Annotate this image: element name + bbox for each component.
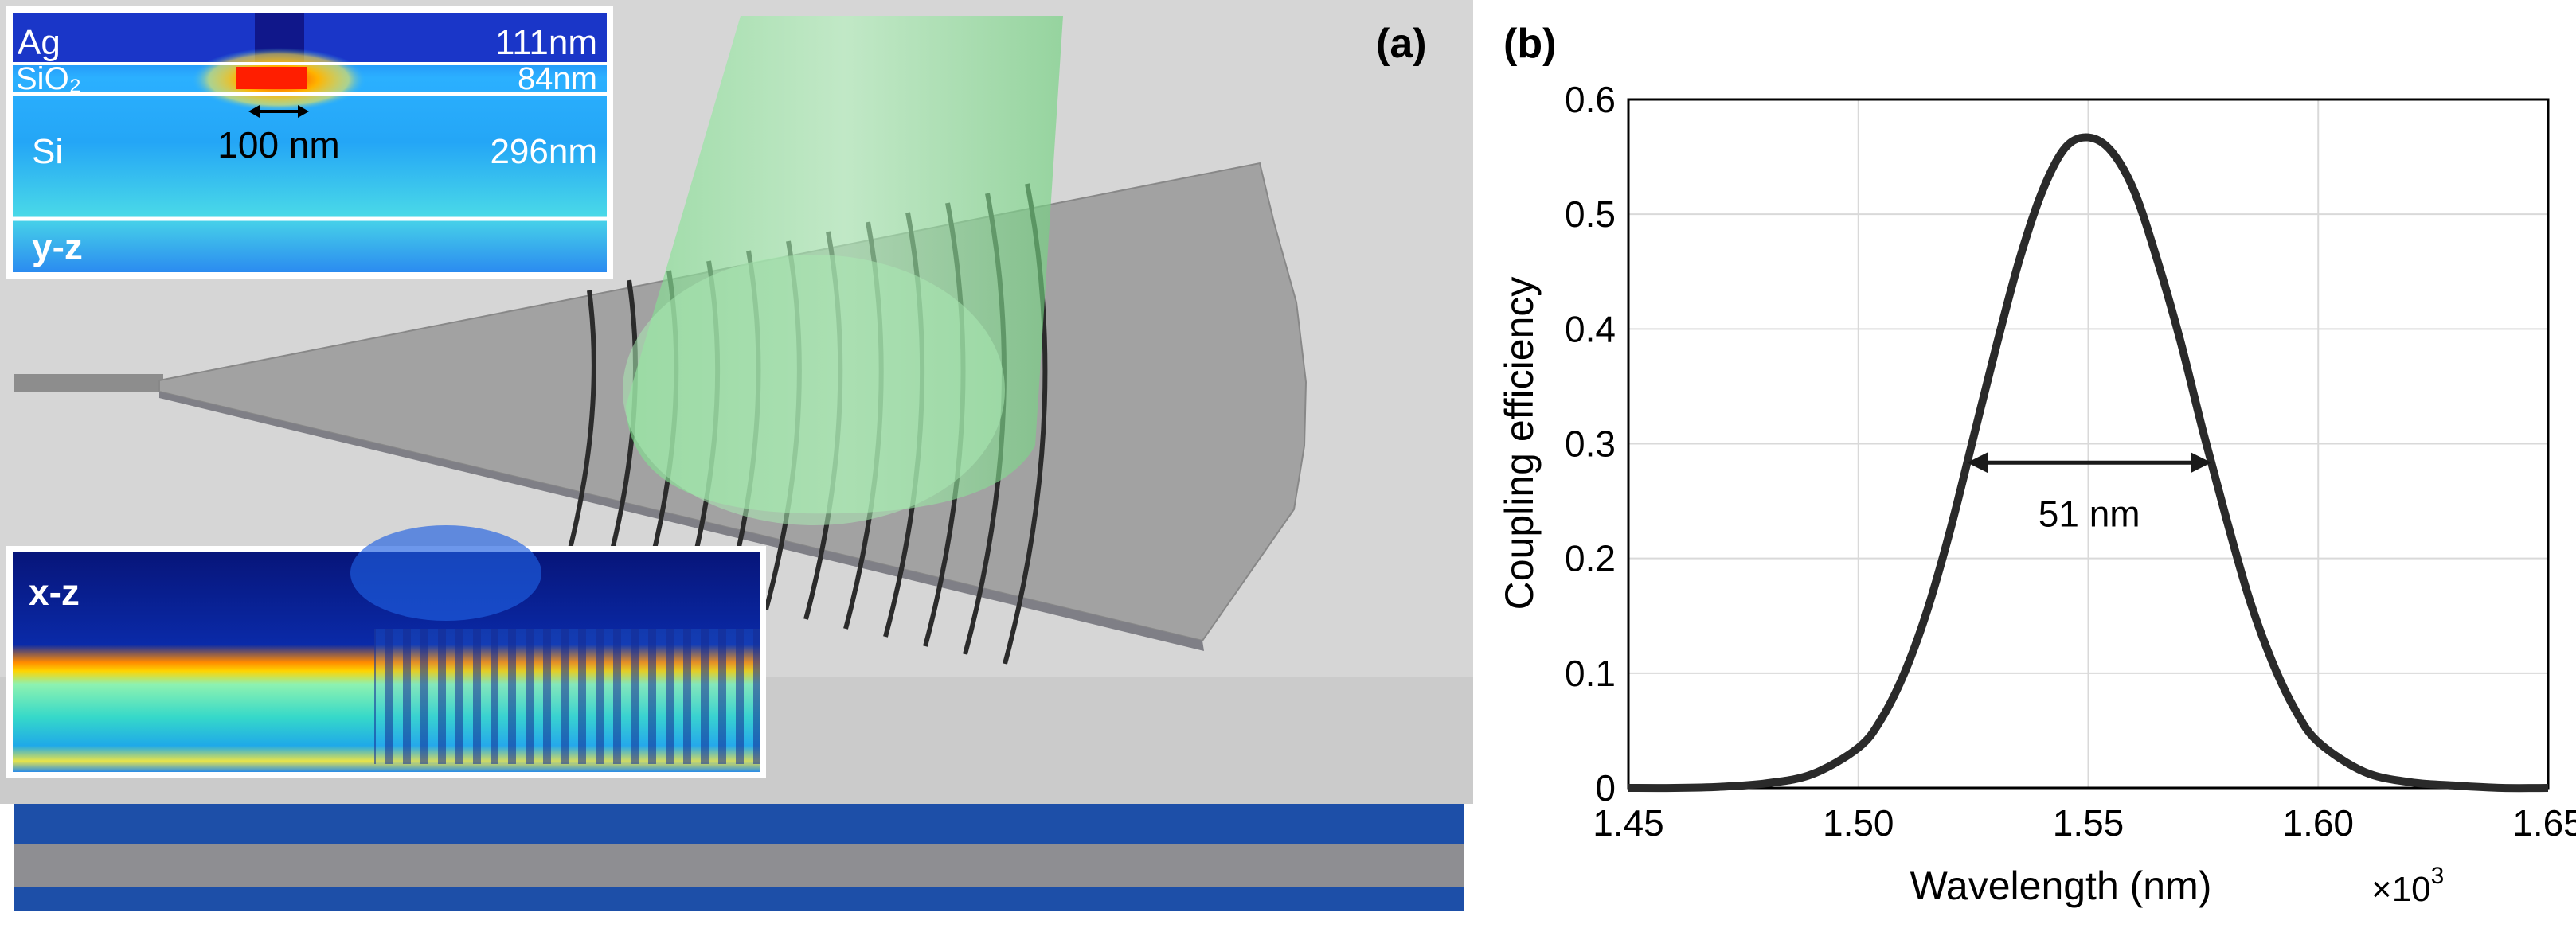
y-tick-label: 0.3 <box>1565 423 1616 465</box>
y-tick-label: 0.5 <box>1565 193 1616 235</box>
plane-label-xz: x-z <box>29 571 80 613</box>
x-tick-label: 1.45 <box>1593 802 1664 844</box>
x-axis-label: Wavelength (nm) <box>1910 864 2212 908</box>
y-ticks: 0 0.1 0.2 0.3 0.4 0.5 0.6 <box>1565 79 1616 809</box>
y-tick-label: 0.2 <box>1565 538 1616 579</box>
inset-xz: x-z <box>6 525 766 778</box>
series-line <box>1628 133 2549 793</box>
layer-thickness-sio2: 84nm <box>518 61 597 96</box>
y-tick-label: 0.6 <box>1565 79 1616 120</box>
panel-b-chart: (b) 1.45 1.50 1.55 1.60 1.65 0 0.1 0.2 0.3 0.4 0.… <box>1497 21 2576 909</box>
y-axis-label: Coupling efficiency <box>1497 277 1542 610</box>
grid <box>1628 99 2549 789</box>
y-tick-label: 0.1 <box>1565 653 1616 694</box>
inset-yz: Ag 111nm SiO₂ 84nm 100 nm Si 296nm y-z <box>6 6 613 279</box>
layer-thickness-ag: 111nm <box>495 23 597 62</box>
plane-label-yz: y-z <box>32 226 83 267</box>
substrate-gray <box>14 844 1464 887</box>
panel-a-label: (a) <box>1376 21 1427 67</box>
x-tick-label: 1.50 <box>1823 802 1894 844</box>
substrate-blue-bottom <box>14 887 1464 911</box>
fwhm-arrowhead-left <box>1967 452 1988 474</box>
x-tick-label: 1.55 <box>2053 802 2125 844</box>
input-waveguide <box>14 374 163 392</box>
fwhm-arrowhead-right <box>2191 452 2212 474</box>
y-tick-label: 0.4 <box>1565 308 1616 349</box>
beam-spot <box>623 255 1005 525</box>
grating-coupler-edge <box>159 392 1204 651</box>
x-tick-label: 1.60 <box>2282 802 2354 844</box>
layer-name-si: Si <box>32 132 63 171</box>
width-annotation: 100 nm <box>217 124 339 166</box>
fwhm-annotation: 51 nm <box>2039 493 2140 534</box>
layer-name-ag: Ag <box>18 23 61 62</box>
x-ticks: 1.45 1.50 1.55 1.60 1.65 <box>1593 802 2576 844</box>
plot-frame <box>1627 98 2550 790</box>
x-multiplier: ×103 <box>2371 863 2444 909</box>
panel-b-label: (b) <box>1503 21 1556 67</box>
substrate-blue-top <box>14 804 1464 844</box>
layer-thickness-si: 296nm <box>490 132 597 171</box>
layer-name-sio2: SiO₂ <box>16 61 81 96</box>
y-tick-label: 0 <box>1595 767 1616 809</box>
panel-a: Ag 111nm SiO₂ 84nm 100 nm Si 296nm y-z x… <box>0 0 1473 911</box>
x-tick-label: 1.65 <box>2512 802 2576 844</box>
